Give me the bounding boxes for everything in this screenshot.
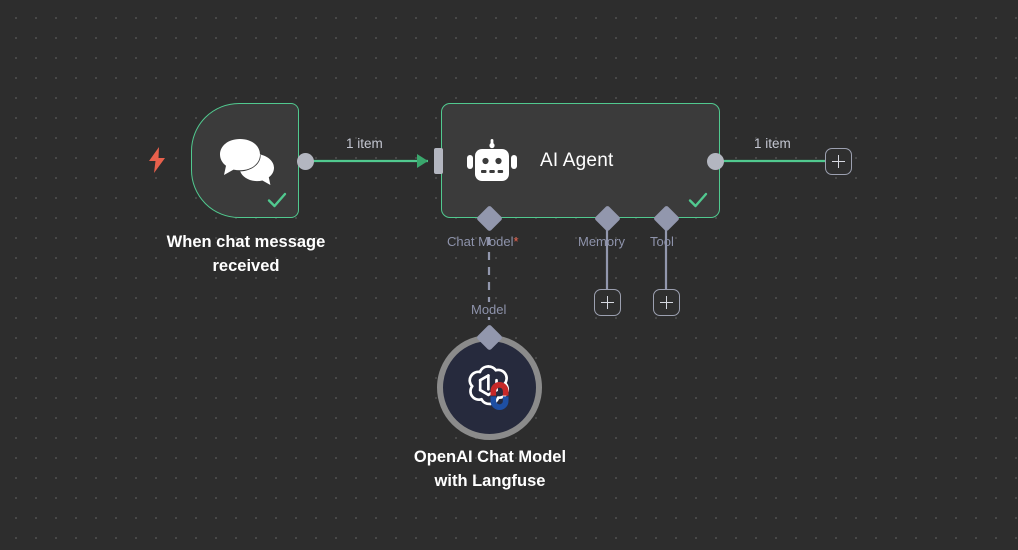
chat-bubbles-icon [220,139,274,185]
robot-icon [467,138,517,181]
agent-input-port[interactable] [434,148,443,174]
node-ai-agent[interactable]: AI Agent [441,103,720,218]
success-check-icon [688,192,708,208]
node-label-trigger: When chat message received [126,231,366,279]
node-label-chat-model-line2: with Langfuse [434,471,546,490]
required-asterisk: * [513,234,519,249]
edge-label-agent-output: 1 item [754,136,791,151]
port-label-memory: Memory [578,234,625,249]
node-when-chat-message-received[interactable] [191,103,299,218]
lightning-bolt-icon [149,147,165,173]
port-label-model: Model [468,302,510,317]
port-label-tool: Tool [650,234,674,249]
node-label-trigger-line1: When chat message [166,233,326,251]
trigger-output-port[interactable] [297,153,314,170]
edge-label-trigger-to-agent: 1 item [346,136,383,151]
openai-langfuse-icon [467,364,509,410]
agent-output-port[interactable] [707,153,724,170]
node-label-chat-model-line1: OpenAI Chat Model [413,448,567,466]
add-next-node-button[interactable] [825,148,852,175]
node-title-ai-agent: AI Agent [540,149,614,171]
success-check-icon [267,192,287,208]
agent-input-arrow-icon [417,154,428,168]
add-memory-button[interactable] [594,289,621,316]
node-label-chat-model: OpenAI Chat Model with Langfuse [370,446,610,494]
node-label-trigger-line2: received [212,256,280,275]
port-label-chat-model-text: Chat Model [447,234,514,249]
add-tool-button[interactable] [653,289,680,316]
node-openai-chat-model-with-langfuse[interactable] [437,335,542,440]
port-label-chat-model: Chat Model* [447,234,519,249]
